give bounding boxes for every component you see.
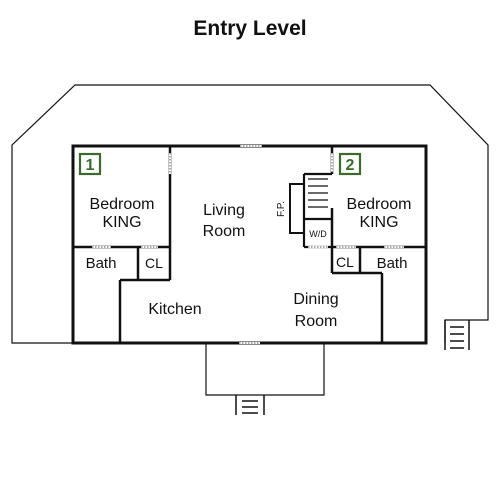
interior-stairs: [308, 178, 328, 208]
bedroom-badge-2-label: 2: [346, 157, 355, 174]
dining-room-label-2: Room: [295, 313, 338, 330]
doorways: [92, 145, 404, 344]
front-porch-outline: [205, 343, 325, 396]
fireplace-label: F.P.: [276, 201, 287, 217]
bedroom-left-label: Bedroom: [90, 196, 155, 213]
closet-left-label: CL: [145, 255, 163, 271]
living-room-label-2: Room: [203, 223, 246, 240]
bedroom-badge-1: [78, 152, 102, 176]
bedroom-left-size: KING: [102, 214, 141, 231]
front-steps: [235, 395, 265, 415]
fireplace-outline: [289, 183, 304, 234]
dining-room-label: Dining: [293, 291, 338, 308]
bedroom-badge-1-label: 1: [86, 157, 95, 174]
closet-right-label: CL: [336, 254, 354, 270]
bedroom-right-size: KING: [359, 214, 398, 231]
house-outline: [71, 144, 428, 345]
deck-outline: [11, 84, 489, 344]
washer-dryer-label: W/D: [309, 229, 327, 239]
page-title: Entry Level: [193, 17, 306, 40]
bedroom-badge-2: [338, 152, 362, 176]
door-hatching: [92, 145, 404, 344]
bath-right-label: Bath: [377, 255, 408, 272]
bath-left-label: Bath: [86, 255, 117, 272]
kitchen-label: Kitchen: [148, 301, 201, 318]
living-room-label: Living: [203, 202, 245, 219]
bedroom-right-label: Bedroom: [347, 196, 412, 213]
deck-steps: [444, 320, 470, 350]
